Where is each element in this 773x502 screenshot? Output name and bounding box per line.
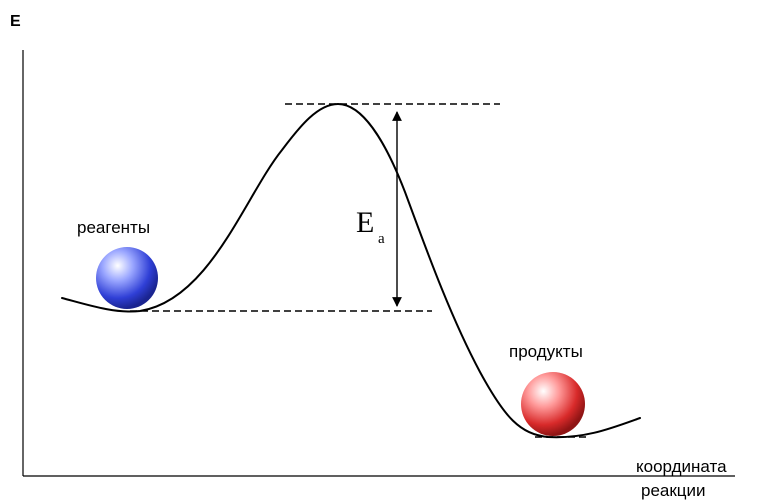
reaction-energy-curve (61, 102, 641, 439)
reactant-ball (96, 247, 158, 309)
y-axis-label: E (10, 13, 21, 30)
activation-energy-label: E (356, 206, 374, 239)
activation-energy-subscript: a (378, 231, 385, 247)
x-axis-label-line2: реакции (641, 481, 706, 500)
reactants-label: реагенты (77, 218, 150, 237)
product-ball (521, 372, 585, 436)
x-axis-label-line1: координата (636, 457, 727, 476)
products-label: продукты (509, 342, 583, 361)
